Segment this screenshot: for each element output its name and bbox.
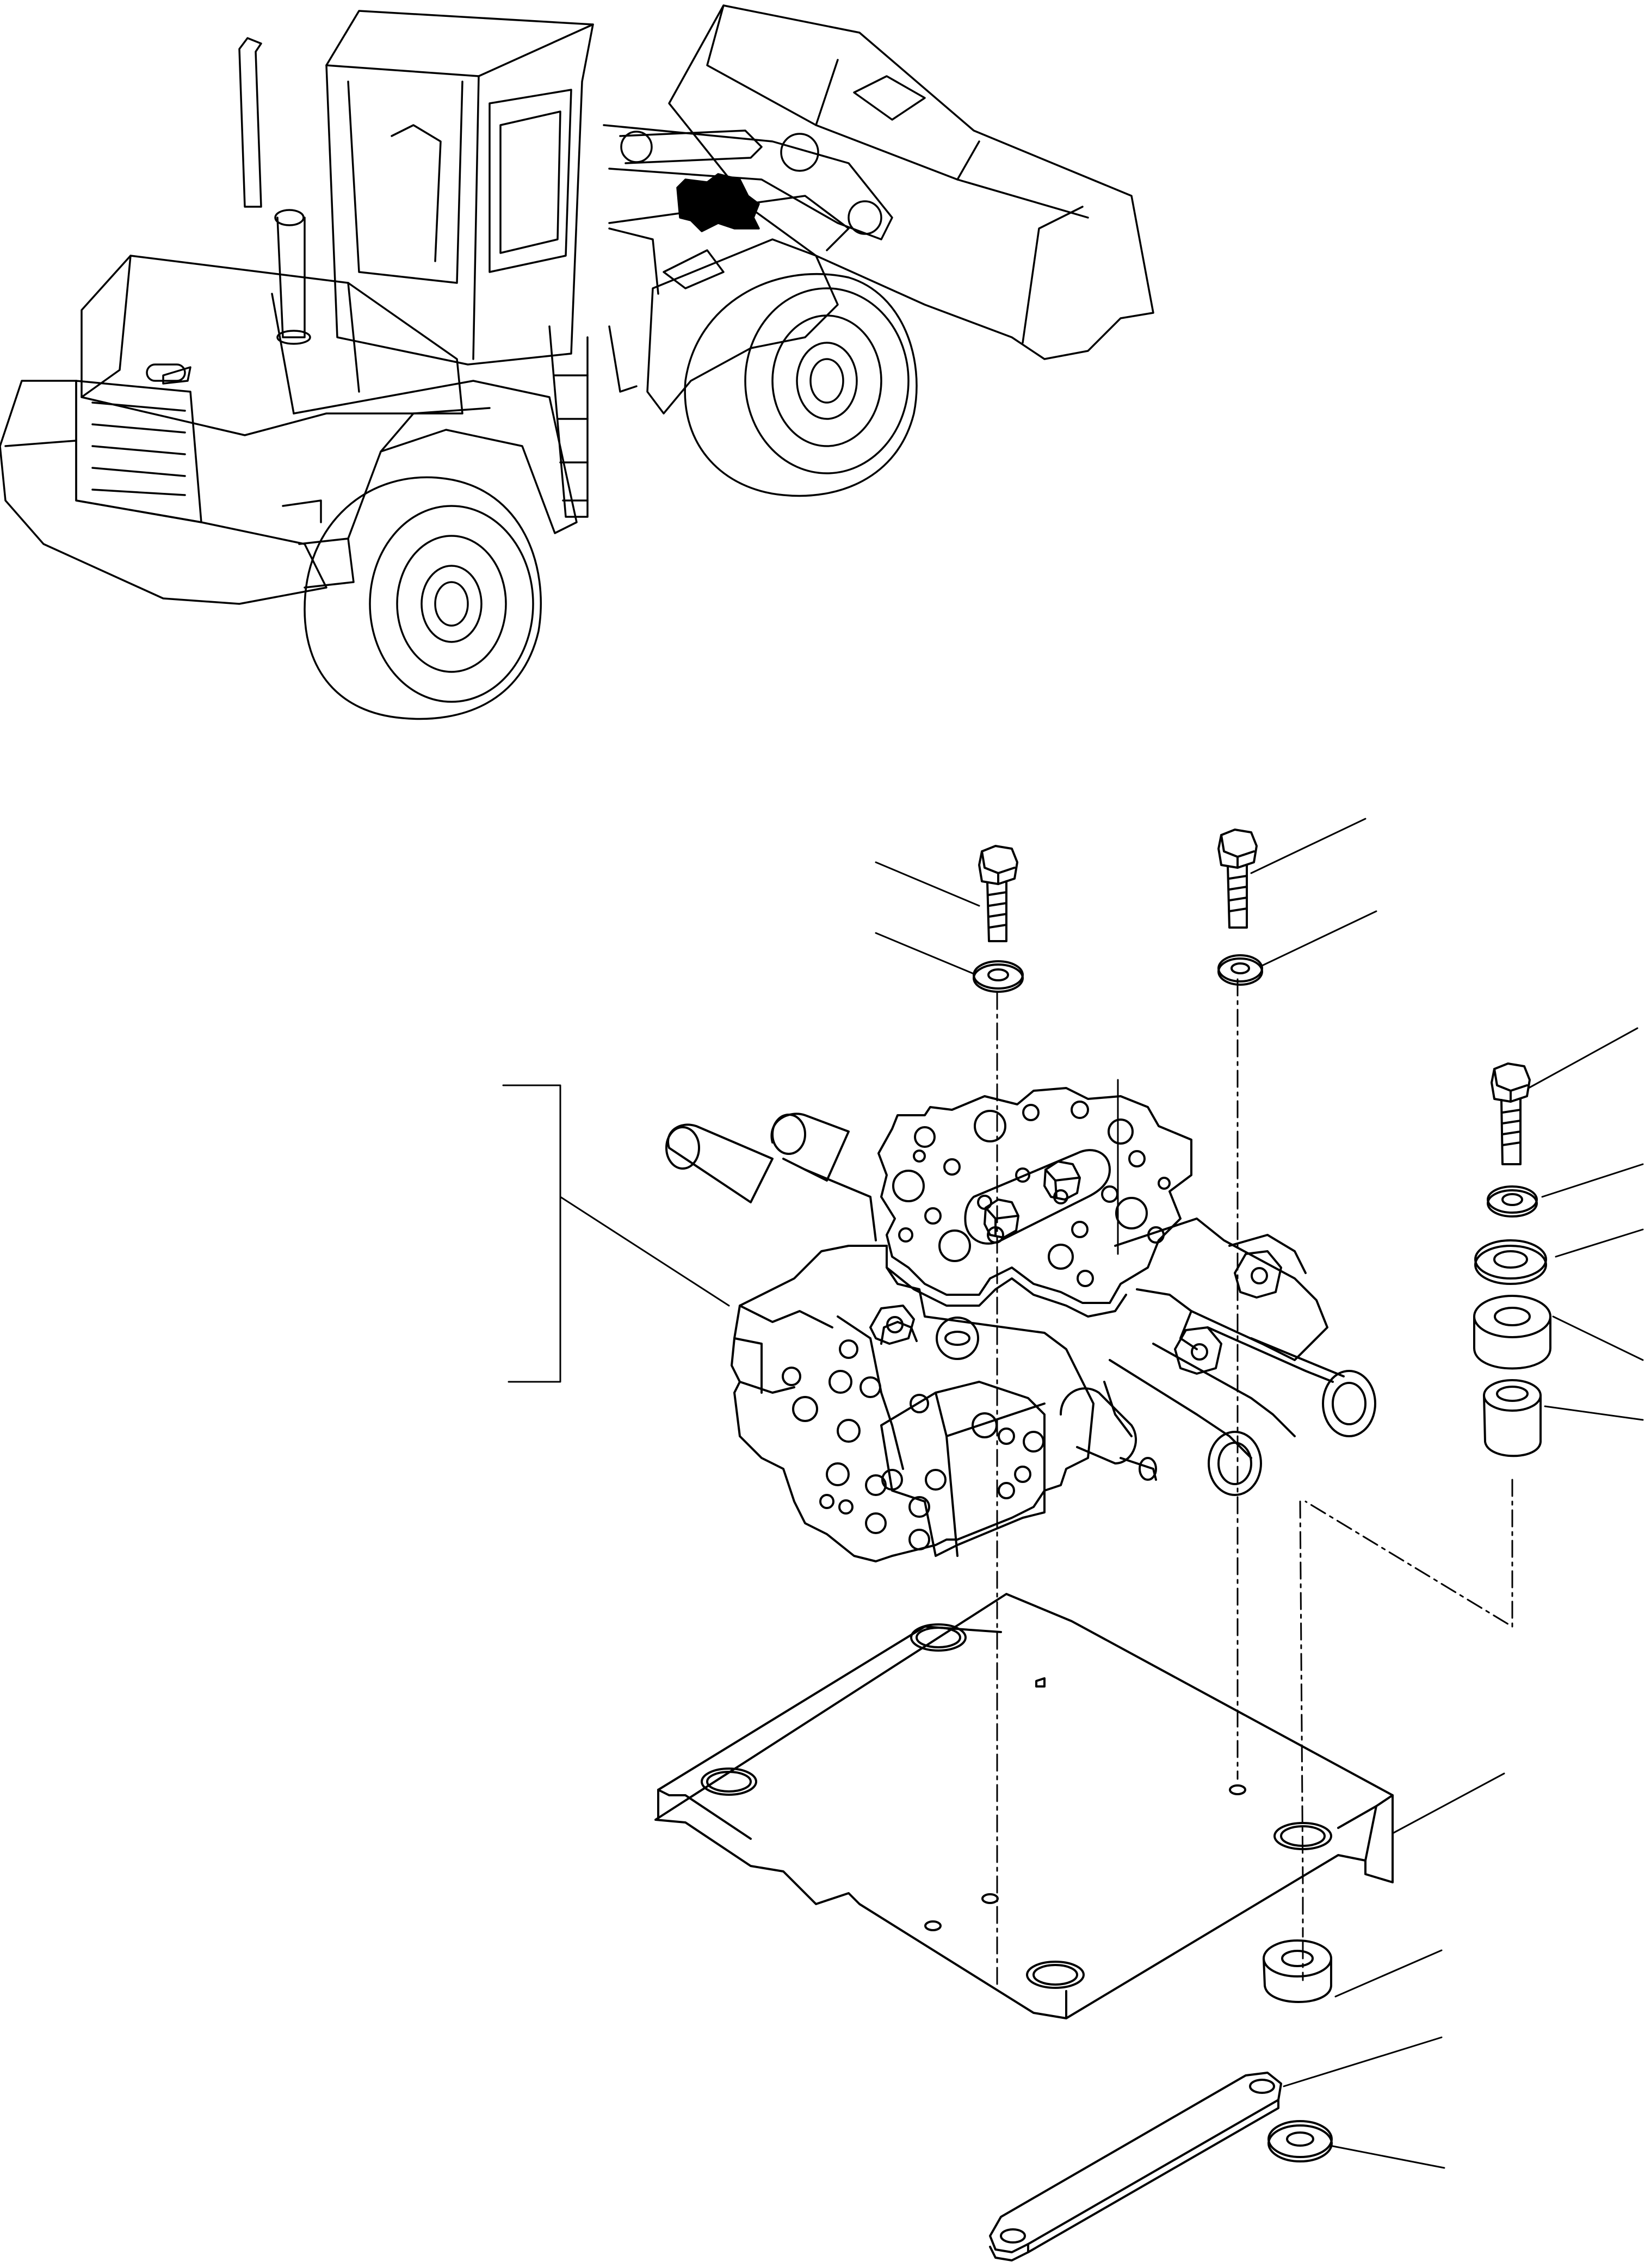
bracket-plate-icon — [654, 1593, 1394, 2019]
leader-collar — [1544, 1405, 1644, 1421]
loader-ladder — [548, 325, 638, 518]
hex-bolt-icon — [978, 845, 1018, 942]
collar-icon — [1483, 1379, 1542, 1457]
exploded-parts-view — [654, 829, 1551, 2261]
loader-front-fender — [608, 227, 839, 415]
leader-washer-large — [1555, 1228, 1644, 1258]
leader-rubber-mount — [1552, 1315, 1644, 1361]
loader-exhaust — [238, 37, 311, 345]
loader-counterweight — [0, 380, 355, 605]
wheel-loader-locator-illustration — [0, 4, 1154, 720]
loader-bucket — [668, 4, 1154, 360]
cushion-icon — [1473, 1295, 1551, 1370]
leader-lower-washer — [1332, 2145, 1445, 2169]
leader-valve-assembly — [559, 1196, 730, 1307]
washer-icon — [1474, 1239, 1547, 1285]
hex-bolt-icon — [1491, 1062, 1531, 1165]
highlighted-control-valve-location — [676, 173, 760, 232]
strap-plate-icon — [989, 2072, 1282, 2261]
loader-rear-wheel — [304, 476, 542, 720]
loader-rear-fender — [293, 380, 578, 540]
leader-bolt-right — [1250, 818, 1366, 874]
leader-lower-cushion — [1334, 1949, 1443, 1998]
washer-icon — [973, 960, 1024, 993]
leader-washer-small — [1541, 1163, 1644, 1198]
assembly-group-bracket — [502, 1084, 561, 1383]
washer-icon — [1487, 1185, 1538, 1218]
leader-bolt-left — [875, 861, 980, 907]
callout-leader-lines — [502, 818, 1644, 2169]
leader-washer-left — [875, 932, 975, 975]
loader-lift-arms — [603, 124, 893, 251]
washer-icon — [1267, 2120, 1333, 2162]
loader-cab — [325, 10, 594, 366]
leader-retainer-plate — [1283, 2036, 1443, 2087]
loader-front-wheel — [684, 273, 918, 497]
cushion-icon — [1263, 1939, 1332, 2003]
valve-block-icon — [665, 1087, 1376, 1562]
leader-mounting-bracket — [1392, 1772, 1505, 1834]
leader-washer-right — [1261, 910, 1377, 967]
hex-bolt-icon — [1217, 829, 1258, 929]
washer-icon — [1217, 954, 1263, 986]
loader-engine-hood — [75, 255, 463, 523]
alignment-lines — [996, 978, 1513, 1987]
leader-bolt-far-right — [1528, 1027, 1638, 1089]
